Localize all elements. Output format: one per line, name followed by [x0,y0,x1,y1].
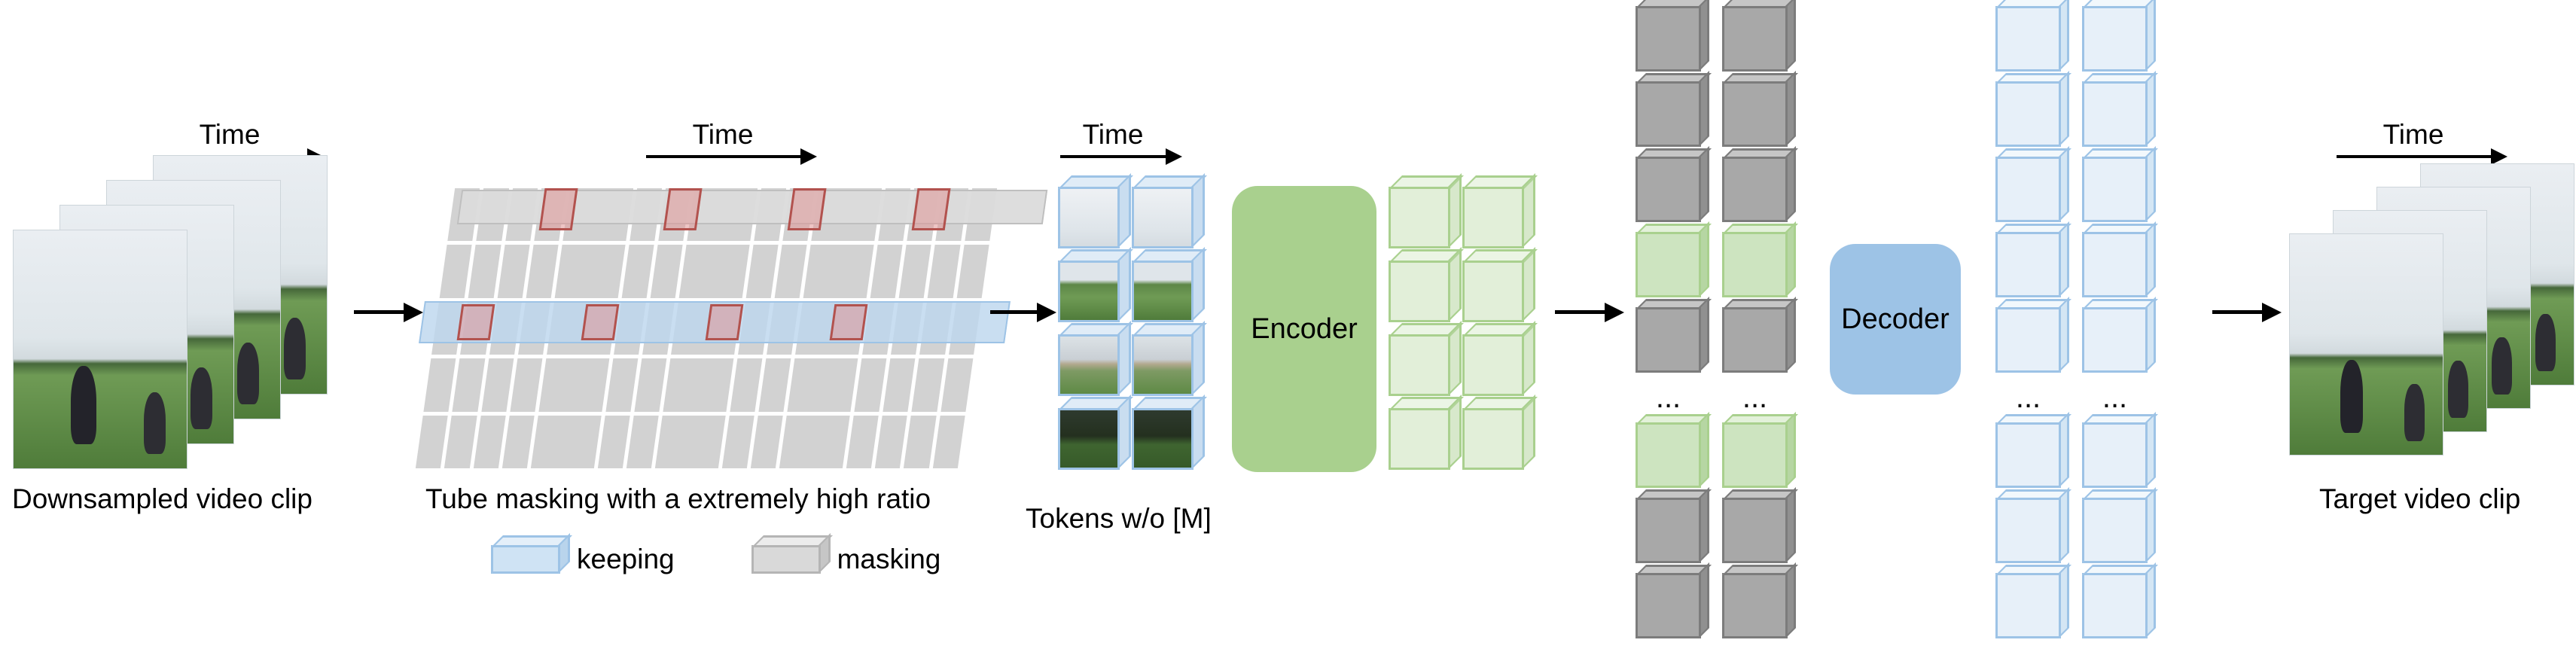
token-cube [1132,187,1193,248]
token-cube [1132,334,1193,396]
latent-cube-green [1636,422,1701,488]
decoder-cube-blue [2082,6,2148,72]
time-label: Time [692,119,754,150]
time-arrow-icon [645,155,800,158]
encoded-token-cube [1462,334,1524,396]
latent-cube-green [1636,232,1701,297]
token-cube [1132,408,1193,470]
encoded-token-cube [1462,187,1524,248]
latent-cube-gray [1722,81,1788,147]
encoded-token-cube [1462,261,1524,322]
time-label: Time [199,119,261,150]
target-clip-caption: Target video clip [2319,483,2521,514]
token-grid [1058,187,1193,470]
decoder-cube-blue [1995,498,2061,563]
latent-cube-gray [1722,573,1788,638]
time-indicator-target: Time [2327,119,2500,158]
encoded-token-cube [1462,408,1524,470]
decoder-cube-blue [2082,157,2148,222]
latent-cube-gray [1722,157,1788,222]
encoded-token-cube [1389,408,1450,470]
decoder-cube-blue [2082,573,2148,638]
decoder-cube-blue [1995,81,2061,147]
ellipsis-label: ... [1655,381,1681,414]
decoder-column: ...... [1995,6,2148,638]
flow-arrow-2 [990,310,1037,314]
latent-cube-gray [1722,307,1788,373]
time-label: Time [2382,119,2444,150]
decoder-cube-blue [1995,232,2061,297]
keeping-legend-label: keeping [577,544,675,574]
token-cube [1058,187,1120,248]
encoder-block: Encoder [1232,186,1376,472]
decoder-cube-blue [2082,498,2148,563]
downsampled-clip-caption: Downsampled video clip [12,483,312,514]
flow-arrow-1 [354,310,404,314]
latent-cube-gray [1636,573,1701,638]
time-arrow-icon [2336,155,2491,158]
decoder-cube-blue [1995,157,2061,222]
token-cube [1058,334,1120,396]
decoder-cube-blue [1995,6,2061,72]
decoder-block: Decoder [1830,244,1961,395]
mask-legend: keeping masking [491,544,940,575]
decoder-cube-blue [1995,422,2061,488]
ellipsis-label: ... [2015,381,2041,414]
tube-masking-caption: Tube masking with a extremely high ratio [425,483,931,514]
decoder-cube-blue [2082,422,2148,488]
latent-cube-green [1722,232,1788,297]
token-cube [1132,261,1193,322]
decoder-cube-blue [1995,573,2061,638]
decoder-cube-blue [1995,307,2061,373]
ellipsis-label: ... [1742,381,1768,414]
flow-arrow-4 [2212,310,2262,314]
latent-cube-gray [1636,6,1701,72]
time-indicator-masking: Time [636,119,809,158]
latent-cube-green [1722,422,1788,488]
ellipsis-label: ... [2102,381,2128,414]
video-frame [13,230,187,469]
flow-arrow-3 [1555,310,1605,314]
decoder-cube-blue [2082,81,2148,147]
latent-cube-gray [1636,81,1701,147]
tokens-caption: Tokens w/o [M] [1026,503,1212,534]
masking-legend-label: masking [837,544,941,574]
latent-column: ...... [1636,6,1788,638]
encoder-output-grid [1389,187,1524,470]
decoder-cube-blue [2082,307,2148,373]
time-label: Time [1082,119,1144,150]
latent-cube-gray [1636,307,1701,373]
latent-cube-gray [1722,6,1788,72]
time-arrow-icon [1060,155,1166,158]
latent-cube-gray [1636,498,1701,563]
masking-legend-cube-icon [751,545,821,574]
encoded-token-cube [1389,334,1450,396]
latent-cube-gray [1722,498,1788,563]
encoded-token-cube [1389,187,1450,248]
decoder-cube-blue [2082,232,2148,297]
encoded-token-cube [1389,261,1450,322]
latent-cube-gray [1636,157,1701,222]
time-indicator-tokens: Time [1053,119,1173,158]
video-frame [2289,233,2443,456]
token-cube [1058,408,1120,470]
token-cube [1058,261,1120,322]
keeping-legend-cube-icon [491,545,560,574]
